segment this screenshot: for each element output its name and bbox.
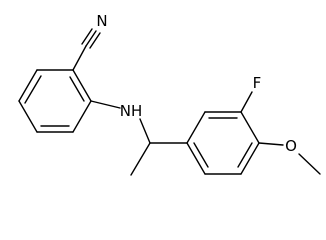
triple-bond-left bbox=[81, 28, 93, 45]
ring-double-bond-inner bbox=[193, 142, 209, 168]
ring-bond bbox=[240, 142, 260, 175]
amine-nh-label: NH bbox=[120, 102, 143, 120]
fluoromethoxyphenyl-ring bbox=[186, 111, 260, 175]
ring-double-bond-inner bbox=[24, 75, 42, 104]
molecule-drawing: N NH F O bbox=[18, 12, 321, 176]
nitrile-bond-to-ring bbox=[72, 45, 87, 71]
ring-bond bbox=[18, 100, 38, 133]
ring-bond bbox=[240, 111, 260, 144]
ring-double-bond-inner bbox=[237, 142, 253, 168]
ring-double-bond-inner bbox=[69, 76, 85, 102]
ring-bond bbox=[72, 100, 92, 133]
triple-bond-center bbox=[85, 30, 97, 47]
structure-diagram: N NH F O bbox=[18, 12, 321, 176]
methoxy-o-bond bbox=[258, 142, 284, 146]
ring-bond bbox=[18, 69, 38, 102]
triple-bond-right bbox=[89, 32, 101, 49]
fluorine-bond bbox=[240, 91, 253, 113]
aniline-ring bbox=[18, 69, 92, 133]
nitrile-group bbox=[72, 28, 101, 71]
methyl-ether-bond bbox=[298, 153, 321, 175]
ring-bond bbox=[186, 142, 206, 175]
nh-to-ch-bond bbox=[139, 118, 151, 144]
ring-bond bbox=[186, 111, 206, 144]
ring-bond bbox=[72, 69, 92, 102]
methoxy-o-label: O bbox=[285, 137, 297, 155]
nitrile-n-label: N bbox=[96, 12, 107, 30]
methyl-bond bbox=[130, 142, 151, 176]
ring-to-nh-bond bbox=[90, 100, 121, 109]
fluorine-label: F bbox=[253, 74, 262, 92]
